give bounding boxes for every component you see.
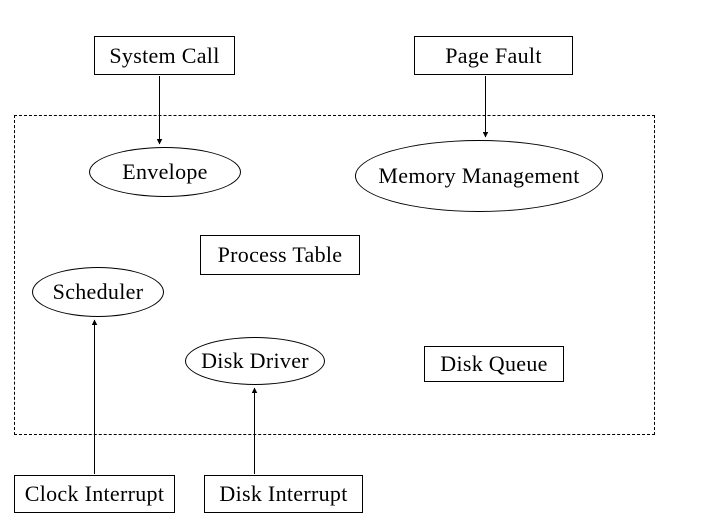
node-envelope: Envelope	[89, 147, 241, 197]
node-scheduler: Scheduler	[32, 267, 164, 317]
node-disk-interrupt-label: Disk Interrupt	[219, 481, 348, 506]
node-system-call-label: System Call	[109, 42, 220, 68]
node-memory-management: Memory Management	[355, 140, 603, 212]
kernel-boundary	[14, 115, 655, 435]
node-envelope-label: Envelope	[122, 159, 208, 184]
node-disk-queue-label: Disk Queue	[440, 351, 548, 376]
node-process-table-label: Process Table	[217, 242, 343, 267]
node-system-call: System Call	[94, 36, 235, 75]
node-page-fault: Page Fault	[414, 36, 573, 75]
node-scheduler-label: Scheduler	[52, 279, 144, 304]
node-disk-driver: Disk Driver	[185, 337, 325, 385]
node-disk-interrupt: Disk Interrupt	[204, 475, 363, 513]
node-clock-interrupt: Clock Interrupt	[14, 475, 175, 513]
node-page-fault-label: Page Fault	[445, 42, 542, 68]
node-memory-management-label: Memory Management	[378, 163, 580, 188]
node-clock-interrupt-label: Clock Interrupt	[24, 481, 165, 506]
node-disk-queue: Disk Queue	[424, 346, 564, 382]
node-process-table: Process Table	[200, 235, 360, 275]
node-disk-driver-label: Disk Driver	[201, 348, 309, 373]
